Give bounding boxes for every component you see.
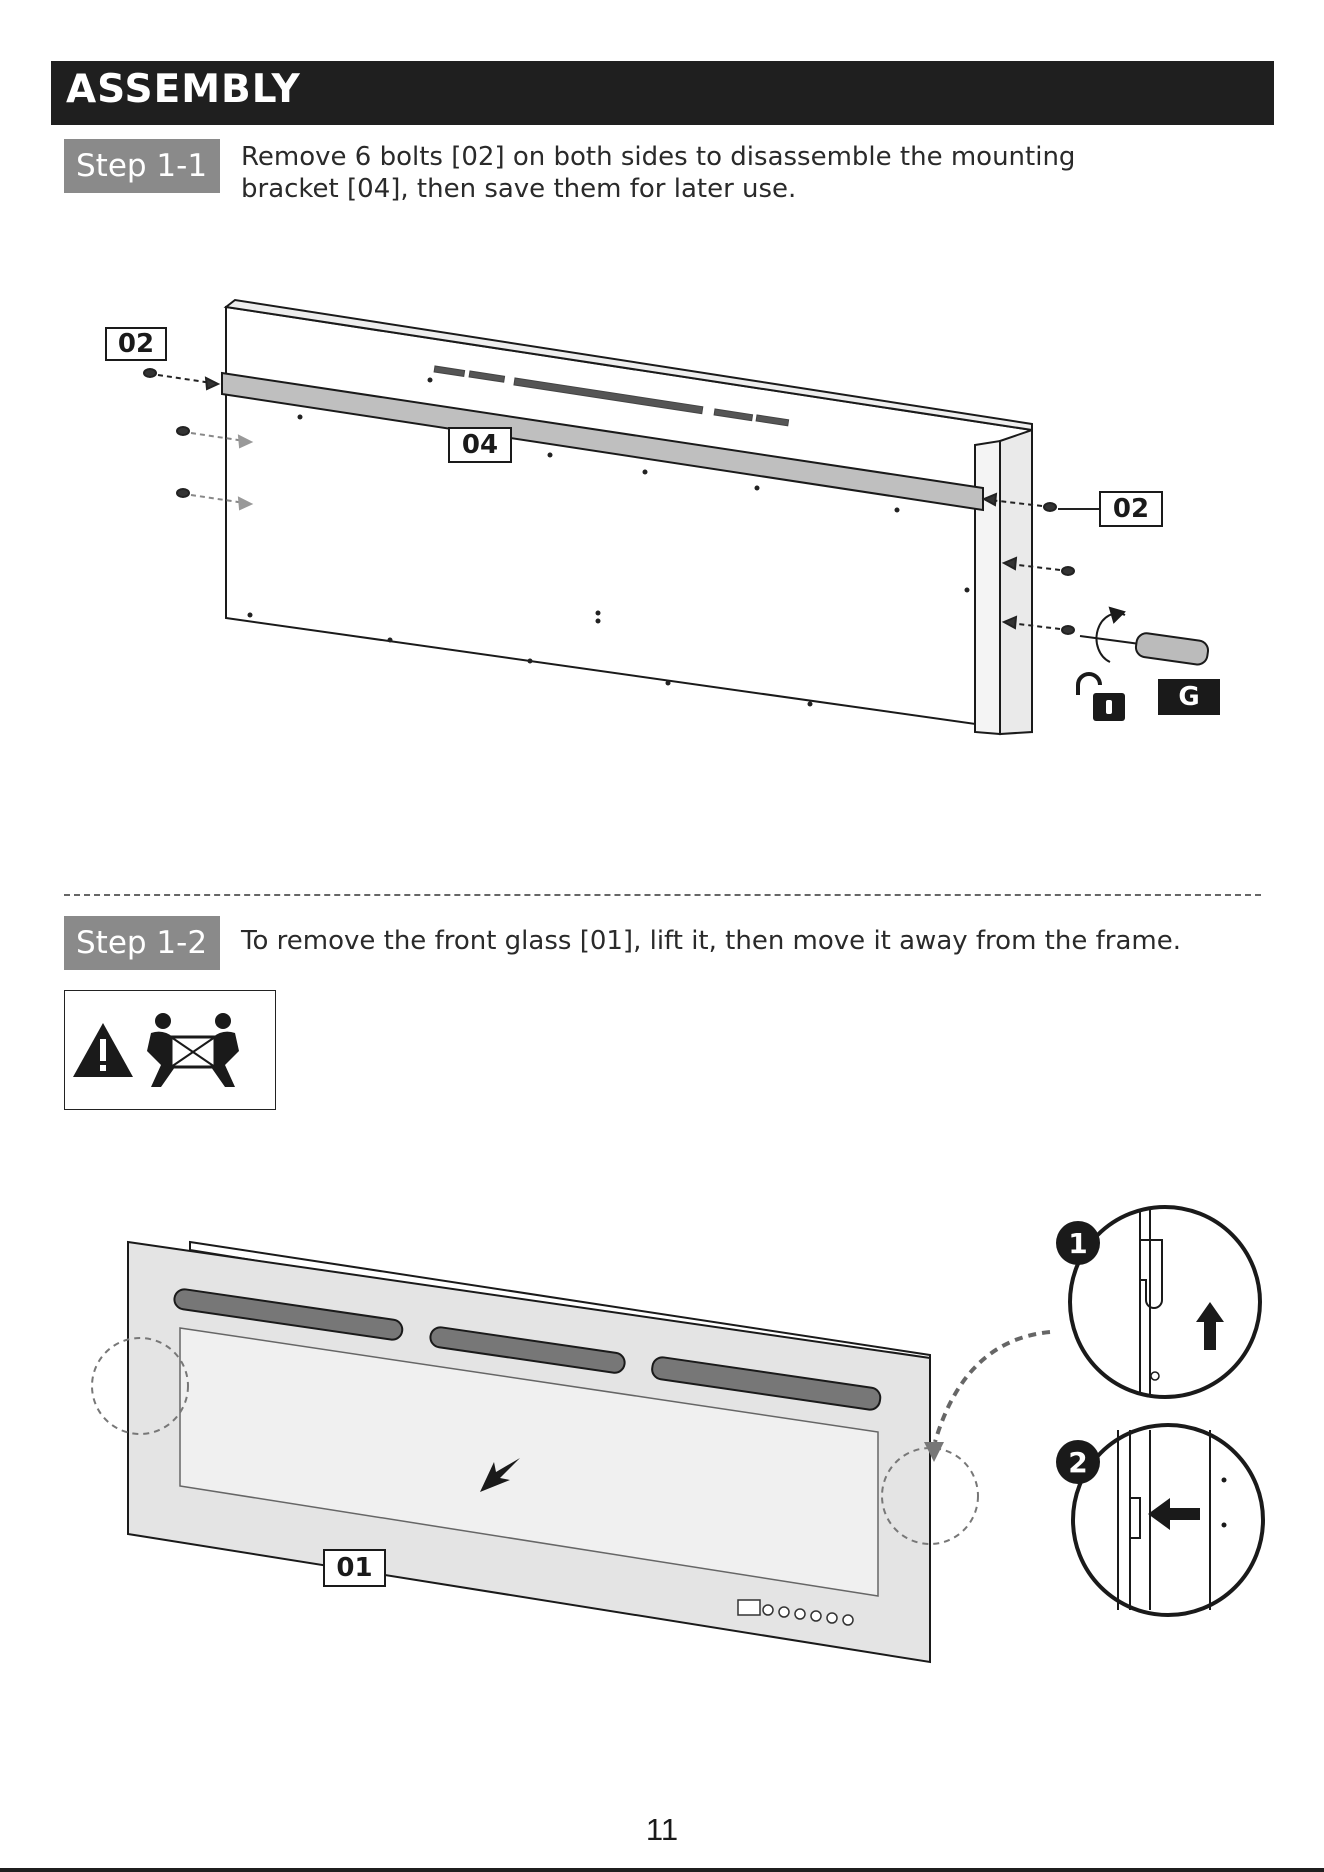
callout-tool-g: G: [1158, 679, 1220, 715]
detail-step-1-number: 1: [1068, 1227, 1087, 1260]
callout-bolt-02-right-label: 02: [1113, 494, 1149, 524]
detail-slide-view: [1073, 1425, 1263, 1615]
callout-bolt-02-left-label: 02: [118, 329, 154, 359]
bottom-rule: [0, 1868, 1324, 1872]
callout-glass-01-label: 01: [336, 1553, 372, 1583]
detail-step-2-number: 2: [1068, 1446, 1087, 1479]
step-1-2-instructions: To remove the front glass [01], lift it,…: [241, 925, 1181, 957]
callout-bolt-02-right: 02: [1099, 491, 1163, 527]
two-person-lift-warning: [64, 990, 276, 1110]
warning-triangle-icon: [71, 1021, 135, 1081]
unlock-icon: [1078, 674, 1125, 721]
callout-tool-g-label: G: [1178, 682, 1199, 712]
callout-bracket-04-label: 04: [462, 430, 498, 460]
step-1-1-illustration: [0, 0, 1324, 800]
detail-step-1-badge: 1: [1056, 1221, 1100, 1265]
step-1-2-badge: Step 1-2: [64, 916, 220, 970]
callout-bolt-02-left: 02: [105, 327, 167, 361]
two-people-lifting-icon: [141, 1011, 245, 1099]
fireplace-rear-view: [226, 300, 1032, 734]
callout-bracket-04: 04: [448, 427, 512, 463]
step-divider: [64, 894, 1261, 896]
screwdriver: [1080, 608, 1209, 666]
callout-glass-01: 01: [323, 1549, 386, 1587]
detail-step-2-badge: 2: [1056, 1440, 1100, 1484]
step-1-2-illustration: 1 2: [0, 1180, 1324, 1700]
page-number: 11: [0, 1812, 1324, 1848]
fireplace-front-view: [128, 1242, 930, 1662]
detail-pointer-arrow: [935, 1332, 1050, 1442]
